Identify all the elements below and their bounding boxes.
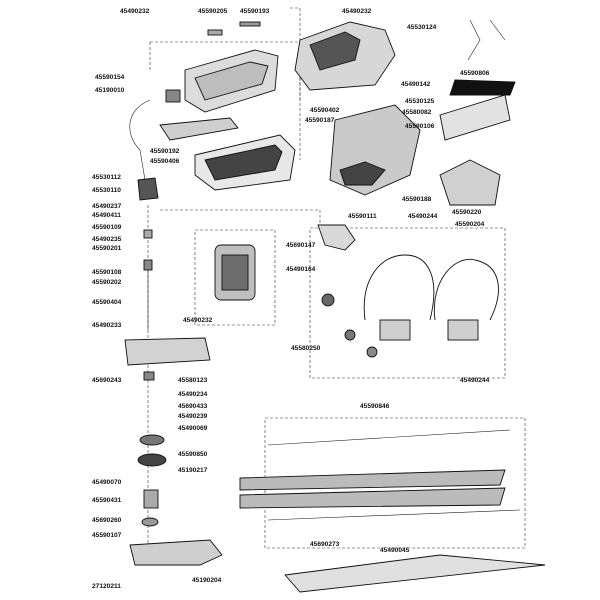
part-number-label: 45690433 [178, 403, 208, 410]
part-number-label: 45590106 [405, 123, 435, 130]
part-number-label: 45490069 [178, 425, 208, 432]
part-number-label: 45490235 [92, 236, 122, 243]
part-number-label: 45590846 [360, 403, 390, 410]
handle-cover-part [194, 134, 296, 191]
part-number-label: 45580123 [178, 377, 208, 384]
part-number-label: 45490045 [380, 547, 410, 554]
leader-motor-box [194, 229, 276, 326]
leader-motor-link [160, 209, 321, 228]
spring-parts [165, 21, 261, 103]
part-number-label: 45190010 [95, 87, 125, 94]
part-number-label: 45490411 [92, 212, 121, 219]
part-number-label: 45590188 [402, 196, 432, 203]
part-number-label: 45490239 [178, 413, 208, 420]
guard-cover-part [439, 94, 511, 141]
part-number-label: 45580250 [291, 345, 321, 352]
gear-cover-part [129, 539, 223, 566]
front-cap-part [439, 159, 501, 206]
hand-guard-part [449, 79, 516, 96]
part-number-label: 45590108 [92, 269, 122, 276]
part-number-label: 45580082 [402, 109, 432, 116]
part-number-label: 45590204 [455, 221, 485, 228]
leader-blade-box [264, 417, 526, 549]
part-number-label: 45590202 [92, 279, 122, 286]
part-number-label: 45690147 [286, 242, 316, 249]
part-number-label: 45490237 [92, 203, 122, 210]
part-number-label: 45690260 [92, 517, 122, 524]
part-number-label: 45590402 [310, 107, 340, 114]
leader-handle-box [309, 227, 506, 379]
part-number-label: 45590205 [198, 8, 228, 15]
part-number-label: 45490070 [92, 479, 122, 486]
part-number-label: 45490232 [120, 8, 150, 15]
part-number-label: 45530125 [405, 98, 435, 105]
part-number-label: 45490142 [401, 81, 431, 88]
cable-clamp-part [137, 177, 159, 201]
part-number-label: 45590201 [92, 245, 122, 252]
part-number-label: 45530124 [407, 24, 437, 31]
part-number-label: 45530110 [92, 187, 121, 194]
part-number-label: 45590109 [92, 224, 122, 231]
handle-knob-parts [321, 293, 378, 358]
part-number-label: 45590193 [240, 8, 270, 15]
part-number-label: 45490233 [92, 322, 122, 329]
part-number-label: 45690243 [92, 377, 122, 384]
part-number-label: 45590431 [92, 497, 122, 504]
part-number-label: 45590806 [460, 70, 490, 77]
part-number-label: 45490244 [460, 377, 490, 384]
part-number-label: 45590187 [305, 117, 335, 124]
upper-housing-right-part [294, 21, 396, 91]
gear-stack-parts [137, 371, 167, 527]
part-number-label: 45590406 [150, 158, 180, 165]
gearbox-plate-part [124, 337, 211, 366]
motor-part [214, 244, 256, 301]
blade-assembly-part [239, 429, 521, 521]
drive-shaft-parts [143, 229, 153, 330]
part-number-label: 45190204 [192, 577, 222, 584]
part-number-label: 27120211 [92, 583, 121, 590]
part-number-label: 45590220 [452, 209, 482, 216]
part-number-label: 45490234 [178, 391, 208, 398]
part-number-label: 45530112 [92, 174, 121, 181]
upper-housing-left-part [184, 49, 279, 113]
part-number-label: 45590404 [92, 299, 122, 306]
part-number-label: 45190217 [178, 467, 208, 474]
part-number-label: 45590154 [95, 74, 125, 81]
part-number-label: 45590107 [92, 532, 122, 539]
motor-bracket-part [317, 224, 356, 251]
front-handle-part [363, 254, 499, 341]
switch-lever-part [159, 117, 239, 141]
blade-sheath-part [284, 554, 546, 593]
part-number-label: 45490244 [408, 213, 438, 220]
part-number-label: 45490232 [183, 317, 213, 324]
part-number-label: 45590192 [150, 148, 180, 155]
clip-bracket-part [467, 19, 506, 61]
power-cable-part [129, 99, 151, 181]
part-number-label: 45490164 [286, 266, 316, 273]
front-housing-part [329, 104, 421, 196]
leader-right-housing-group [290, 7, 301, 160]
part-number-label: 45590850 [178, 451, 208, 458]
part-number-label: 45590111 [348, 213, 377, 220]
part-number-label: 45690273 [310, 541, 340, 548]
part-number-label: 45490232 [342, 8, 372, 15]
